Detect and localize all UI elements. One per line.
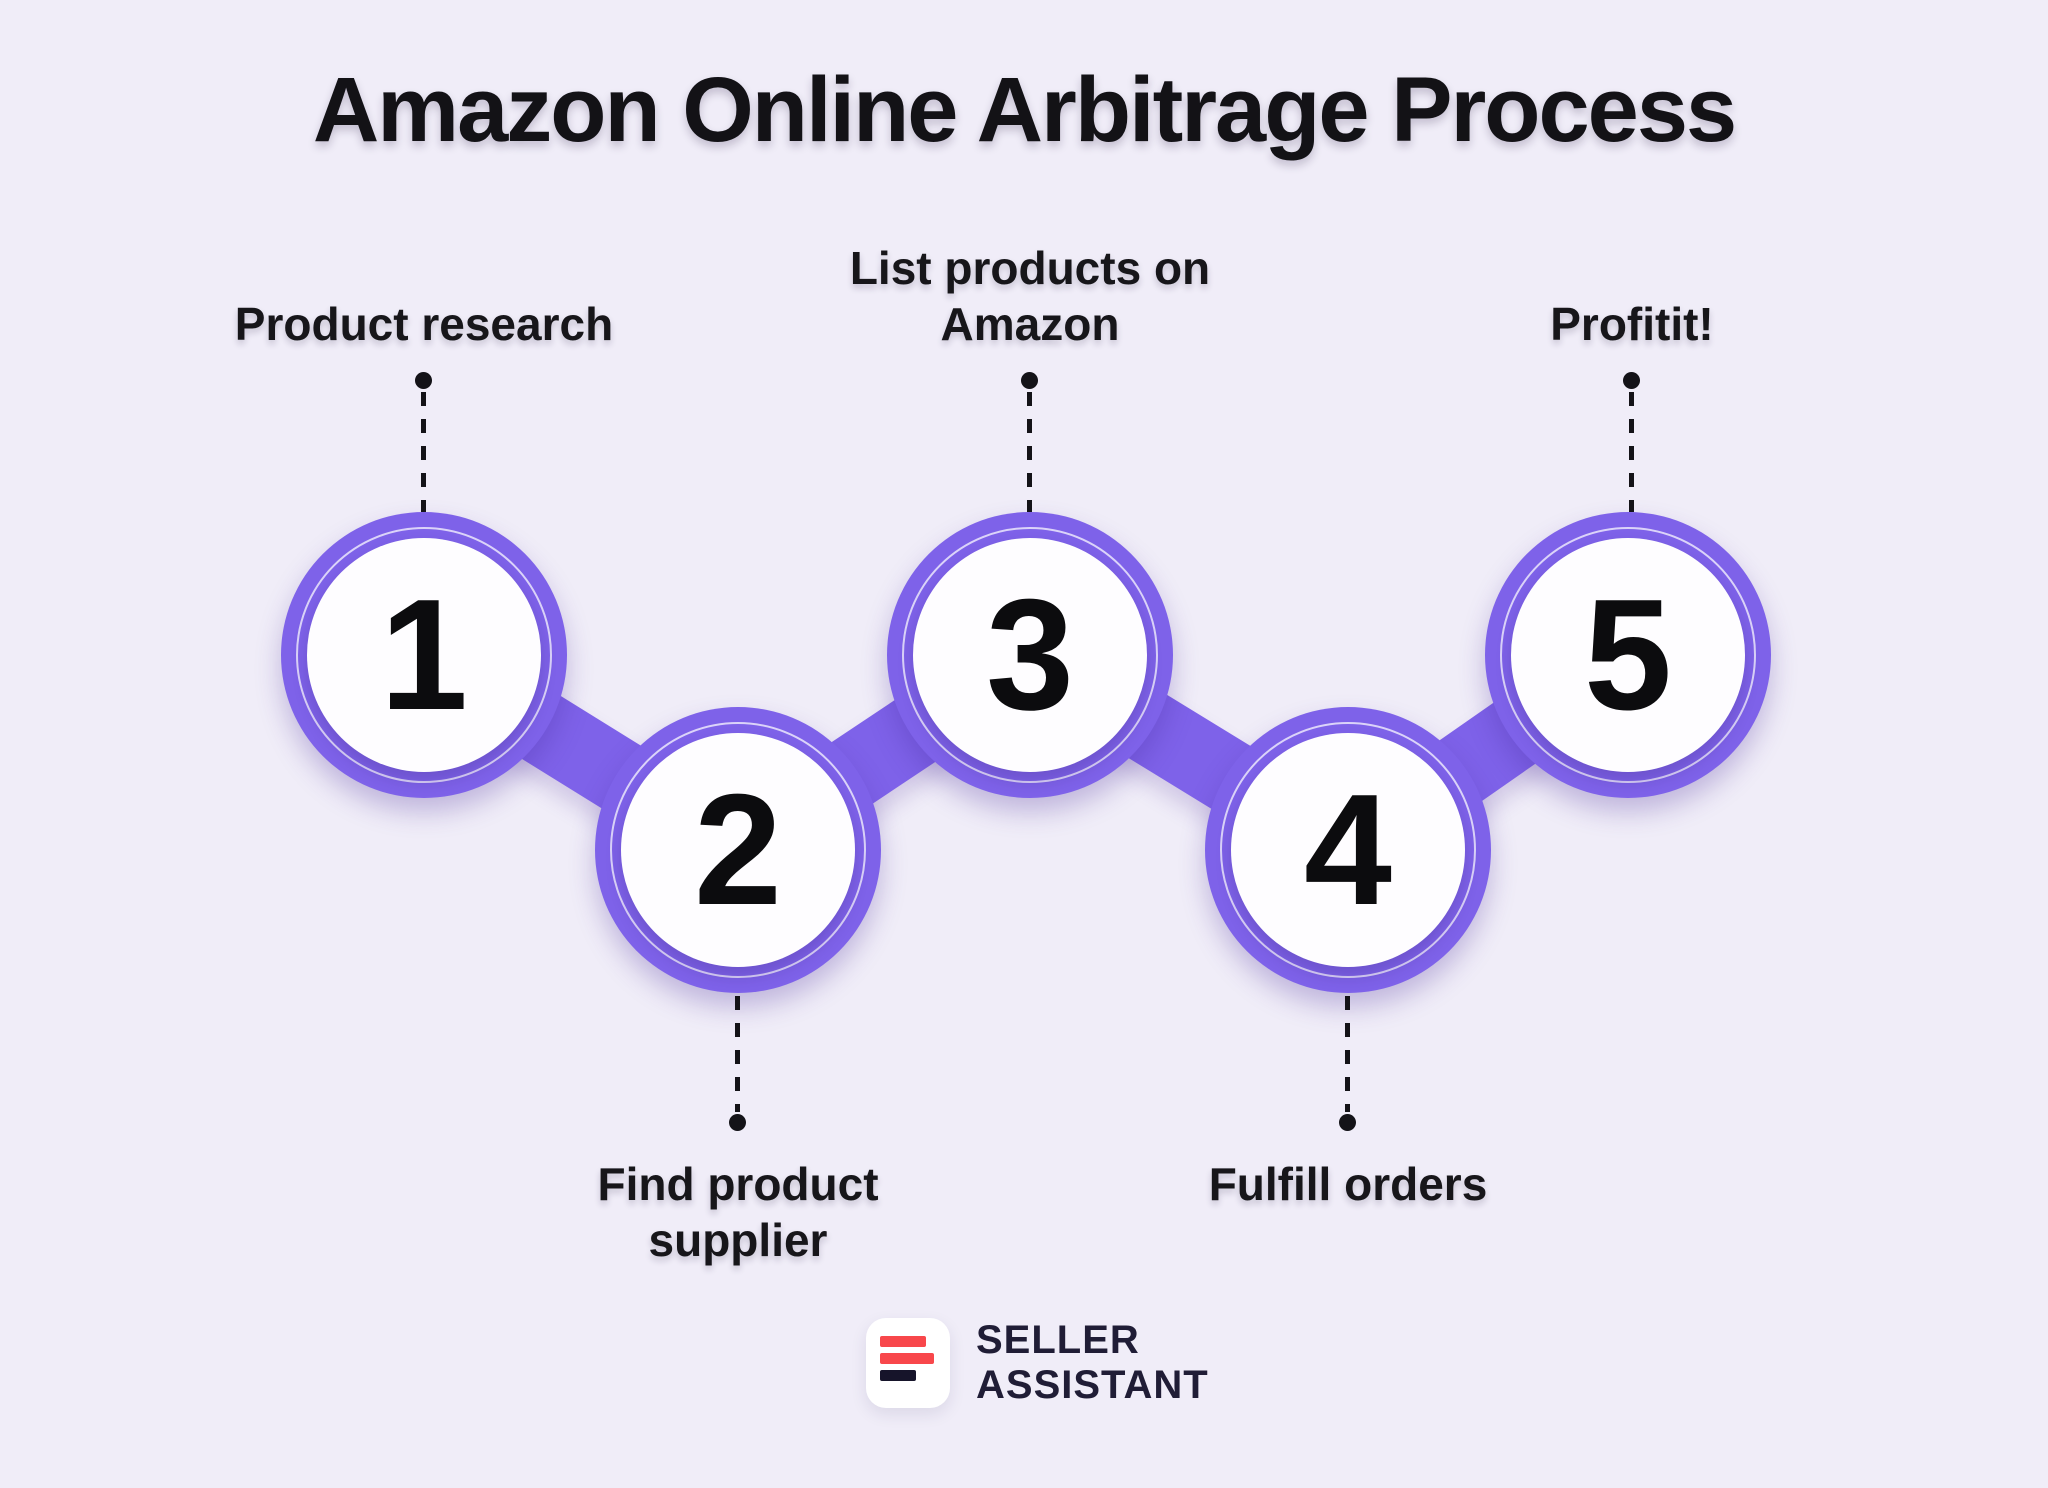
step-3-dotted-line [1027,392,1032,512]
logo-wordmark: SELLER ASSISTANT [976,1318,1209,1408]
page-title: Amazon Online Arbitrage Process [312,59,1737,161]
step-1-ring-outline [296,527,552,783]
step-4-dotted-line [1345,996,1350,1112]
step-3-dot [1021,372,1038,389]
logo-text-line1: SELLER [976,1318,1140,1362]
step-2-ring-outline [610,722,866,978]
logo-bar-red-top [880,1336,926,1347]
step-5-circle: 5 [1485,512,1771,798]
step-4-label: Fulfill orders [1208,1158,1488,1210]
step-3-ring-outline [902,527,1158,783]
step-4-dot [1339,1114,1356,1131]
step-2-dotted-line [735,996,740,1112]
seller-assistant-logo: SELLER ASSISTANT [866,1318,1209,1408]
step-5-ring-outline [1500,527,1756,783]
logo-bar-red-middle [880,1353,934,1364]
step-2-circle: 2 [595,707,881,993]
step-3-label: List products on Amazon [849,242,1211,350]
step-5-number: 5 [1511,538,1745,772]
step-1-circle: 1 [281,512,567,798]
step-5-dotted-line [1629,392,1634,512]
step-2-number: 2 [621,733,855,967]
step-1-dot [415,372,432,389]
seller-assistant-bars-icon [866,1318,950,1408]
step-1-dotted-line [421,392,426,512]
step-3-circle: 3 [887,512,1173,798]
step-1-label: Product research [234,298,614,350]
step-2-dot [729,1114,746,1131]
step-4-number: 4 [1231,733,1465,967]
step-5-dot [1623,372,1640,389]
logo-bar-dark-bottom [880,1370,916,1381]
step-2-label: Find product supplier [597,1158,879,1266]
logo-text-line2: ASSISTANT [976,1363,1209,1407]
step-4-circle: 4 [1205,707,1491,993]
step-4-ring-outline [1220,722,1476,978]
step-1-number: 1 [307,538,541,772]
step-3-number: 3 [913,538,1147,772]
step-5-label: Profitit! [1550,298,1714,350]
